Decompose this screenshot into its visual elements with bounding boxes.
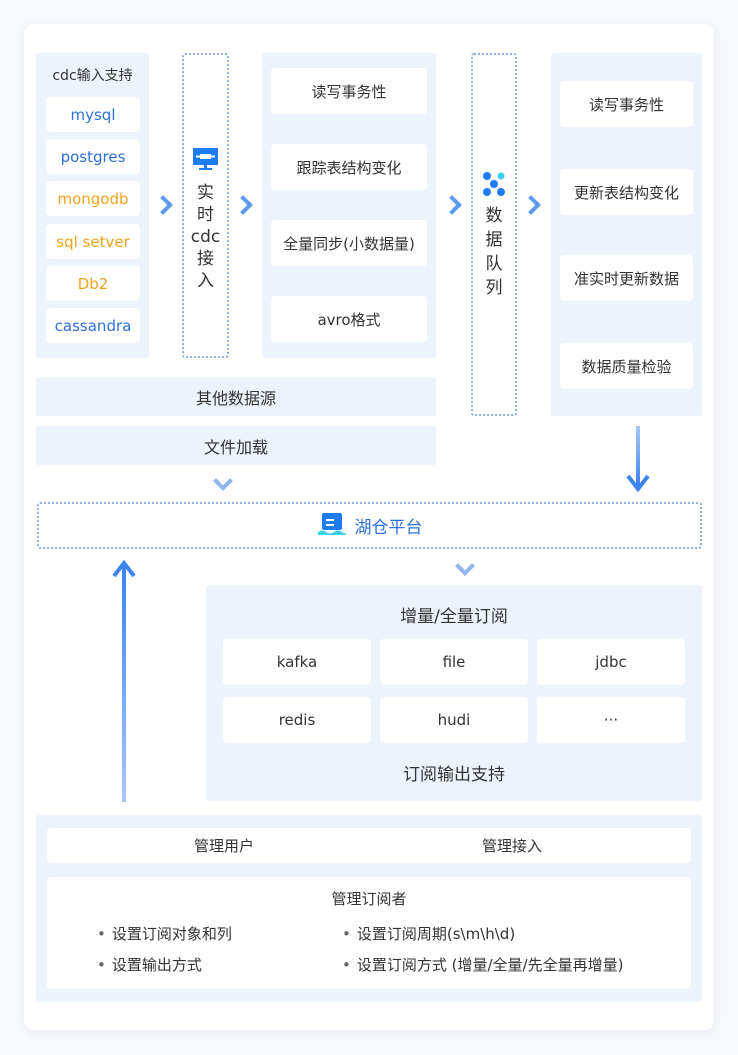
feature-item: 更新表结构变化 [560, 169, 693, 215]
label-char: 接 [197, 249, 214, 269]
feature-item: 读写事务性 [560, 81, 693, 127]
label-char: 数 [485, 206, 503, 226]
label-char: 据 [485, 230, 503, 250]
bullet-item: 设置订阅对象和列 [97, 923, 232, 944]
feature-item: avro格式 [271, 296, 427, 342]
output-item-redis: redis [223, 697, 371, 743]
feature-item: 全量同步(小数据量) [271, 220, 427, 266]
bullet-item: 设置订阅周期(s\m\h\d) [342, 923, 515, 944]
monitor-plug-icon [192, 147, 219, 171]
data-queue-box [471, 53, 517, 416]
output-item-more: ··· [537, 697, 685, 743]
cdc-item-sqlserver: sql setver [46, 224, 140, 259]
feature-item: 数据质量检验 [560, 343, 693, 389]
bullet-item: 设置订阅方式 (增量/全量/先全量再增量) [342, 954, 624, 975]
cdc-item-postgres: postgres [46, 139, 140, 174]
subscription-title: 增量/全量订阅 [400, 606, 508, 627]
manage-subscribers-title: 管理订阅者 [331, 889, 407, 908]
file-load-bar: 文件加载 [36, 426, 436, 465]
output-item-kafka: kafka [223, 639, 371, 685]
label-char: 时 [197, 205, 214, 225]
lakehouse-platform-bar: 湖仓平台 [37, 502, 702, 549]
realtime-cdc-box [182, 53, 229, 358]
lakehouse-label: 湖仓平台 [354, 518, 423, 538]
feature-item: 读写事务性 [271, 68, 427, 114]
manage-users: 管理用户 [194, 837, 255, 855]
cdc-input-title: cdc输入支持 [52, 68, 133, 84]
queue-nodes-icon [481, 171, 507, 197]
output-item-jdbc: jdbc [537, 639, 685, 685]
label-char: 入 [197, 271, 214, 291]
output-item-hudi: hudi [380, 697, 528, 743]
cdc-item-mysql: mysql [46, 97, 140, 132]
output-item-file: file [380, 639, 528, 685]
cdc-item-db2: Db2 [46, 266, 140, 301]
other-source-bar: 其他数据源 [36, 377, 436, 416]
feature-item: 准实时更新数据 [560, 255, 693, 301]
arrow-down-icon [626, 426, 650, 493]
feature-item: 跟踪表结构变化 [271, 144, 427, 190]
label-char: 列 [485, 278, 503, 298]
cdc-item-mongodb: mongodb [46, 181, 140, 216]
subscription-panel [206, 585, 702, 801]
manage-access: 管理接入 [482, 837, 543, 855]
management-row: 管理用户 管理接入 [47, 828, 691, 863]
subscription-footer: 订阅输出支持 [403, 764, 505, 785]
label-char: 队 [485, 254, 503, 274]
bullet-item: 设置输出方式 [97, 954, 202, 975]
cdc-item-cassandra: cassandra [46, 308, 140, 343]
arrow-up-icon [112, 559, 136, 802]
label-char: 实 [197, 183, 214, 203]
data-queue-label: 数据队列 [471, 204, 517, 300]
label-char: cdc [190, 227, 221, 247]
lakehouse-icon [317, 512, 347, 540]
manage-subscribers-box: 管理订阅者 设置订阅对象和列 设置订阅周期(s\m\h\d) 设置输出方式 设置… [47, 877, 691, 989]
